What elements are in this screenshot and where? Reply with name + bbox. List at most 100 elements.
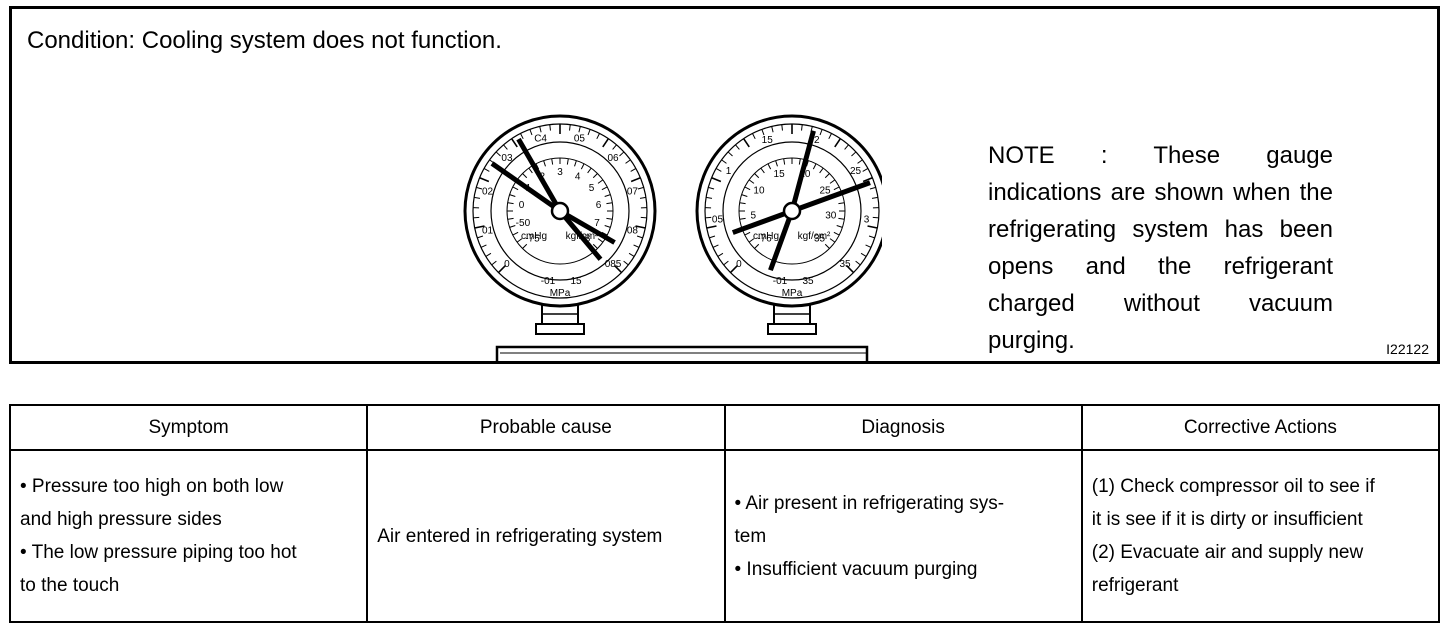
- gauge-inner-tick: [601, 186, 608, 191]
- gauge-inner-tick: [587, 167, 592, 174]
- gauge-tick: [721, 159, 727, 164]
- gauge-tick: [495, 151, 501, 157]
- gauge-inner-tick: [798, 158, 801, 165]
- gauge-tick: [619, 151, 625, 157]
- cell-symptom: • Pressure too high on both low and high…: [8, 449, 369, 623]
- gauge-tick: [630, 168, 637, 172]
- figure-id: I22122: [1386, 341, 1429, 357]
- symptom-line: to the touch: [20, 575, 120, 596]
- gauge-outer-label: C4: [534, 134, 547, 145]
- gauge-tick: [871, 196, 879, 199]
- gauge-tick: [623, 260, 629, 266]
- gauge-outer-label: 05: [712, 214, 724, 225]
- gauge-tick: [476, 186, 483, 190]
- gauge-needle: [558, 209, 603, 261]
- gauge-tick: [485, 252, 492, 257]
- gauge-tick: [497, 264, 507, 274]
- gauge-inner-tick: [819, 167, 824, 174]
- gauge-inner-tick: [606, 202, 613, 205]
- gauge-inner-label: 5: [750, 210, 756, 221]
- gauge-tick: [869, 186, 876, 190]
- gauge-tick: [529, 129, 533, 136]
- gauge-inner-tick: [597, 238, 604, 243]
- gauge-inner-tick: [739, 202, 746, 205]
- gauge-tick: [511, 138, 518, 148]
- condition-text: Condition: Cooling system does not funct…: [27, 27, 502, 54]
- table-header-row: Symptom Probable cause Diagnosis Correct…: [8, 404, 1441, 451]
- action-line: (1) Check compressor oil to see if: [1091, 476, 1375, 497]
- gauge-outer-label: 07: [627, 187, 639, 198]
- gauge-tick: [801, 124, 803, 131]
- gauge-tick: [705, 196, 713, 199]
- gauge-inner-tick: [604, 225, 611, 228]
- cell-probable-cause: Air entered in refrigerating system: [366, 449, 726, 623]
- gauge-outer-label: 25: [850, 166, 862, 177]
- gauge-inner-label: -50: [516, 218, 531, 229]
- gauge-needle: [558, 208, 616, 245]
- gauge-inner-tick: [744, 186, 751, 191]
- gauge-inner-tick: [767, 163, 772, 170]
- cell-corrective-actions: (1) Check compressor oil to see if it is…: [1080, 449, 1441, 623]
- action-line: (2) Evacuate air and supply new: [1091, 542, 1364, 563]
- gauge-tick: [727, 151, 733, 157]
- gauge-inner-tick: [509, 225, 516, 228]
- gauge-inner-tick: [838, 202, 845, 205]
- gauge-tick: [612, 144, 617, 150]
- gauge-tick: [630, 176, 641, 183]
- gauge-bottom-label: -01: [541, 276, 556, 287]
- gauge-inner-tick: [528, 167, 533, 174]
- gauge-outer-label: 2: [814, 135, 820, 146]
- gauge-tick: [549, 124, 551, 131]
- gauge-inner-label: 10: [753, 185, 765, 196]
- gauge-tick: [761, 129, 765, 136]
- symptom-line: and high pressure sides: [20, 509, 222, 530]
- gauge-tick: [636, 235, 643, 239]
- gauge-tick: [639, 196, 647, 199]
- gauge-tick: [480, 244, 487, 248]
- gauge-inner-label: 8: [585, 234, 591, 245]
- gauge-tick: [628, 252, 635, 257]
- gauge-tick: [729, 264, 739, 274]
- gauge-inner-tick: [507, 217, 514, 220]
- gauge-inner-tick: [836, 225, 843, 228]
- gauge-inner-label: -75: [525, 234, 540, 245]
- gauge-inner-tick: [744, 231, 751, 236]
- gauge-tick: [635, 225, 646, 229]
- gauge-outer-label: 03: [501, 153, 513, 164]
- header-probable-cause: Probable cause: [366, 404, 726, 451]
- gauge-tick: [867, 225, 878, 229]
- gauge-outer-label: 08: [627, 225, 639, 236]
- gauge-mid-ring: [722, 141, 862, 281]
- gauge-inner-tick: [601, 231, 608, 236]
- gauge-tick: [711, 176, 722, 183]
- gauge-needle: [731, 208, 793, 235]
- gauge-tick: [569, 124, 571, 131]
- gauge-inner-label: 35: [814, 234, 826, 245]
- gauge-inner-tick: [522, 173, 528, 179]
- gauge-tick: [709, 235, 716, 239]
- note-text: NOTE : These gauge indications are shown…: [988, 142, 1333, 354]
- gauge-inner-tick: [824, 243, 830, 249]
- gauge-needle: [768, 210, 795, 272]
- gauge-tick: [715, 168, 722, 172]
- gauge-tick: [834, 138, 841, 148]
- header-symptom: Symptom: [8, 404, 369, 451]
- gauge-tick: [845, 264, 855, 274]
- gauge-inner-tick: [580, 163, 585, 170]
- gauge-inner-tick: [783, 158, 786, 165]
- gauge-hub: [782, 201, 802, 221]
- gauge-tick: [520, 133, 524, 140]
- gauge-inner-tick: [507, 202, 514, 205]
- gauge-tick: [860, 252, 867, 257]
- gauge-inner-tick: [741, 194, 748, 197]
- gauge-tick: [503, 144, 508, 150]
- gauge-inner-tick: [543, 160, 546, 167]
- gauge-fitting: [767, 323, 817, 335]
- gauge-inner-tick: [551, 158, 554, 165]
- gauge-inner-label: 5: [589, 183, 595, 194]
- gauge-tick: [596, 133, 600, 140]
- gauge-outer-label: 02: [482, 187, 494, 198]
- gauge-inner-tick: [760, 167, 765, 174]
- gauge-illustration: 0010203C405060708085-75-50012345678-0115…: [463, 114, 882, 361]
